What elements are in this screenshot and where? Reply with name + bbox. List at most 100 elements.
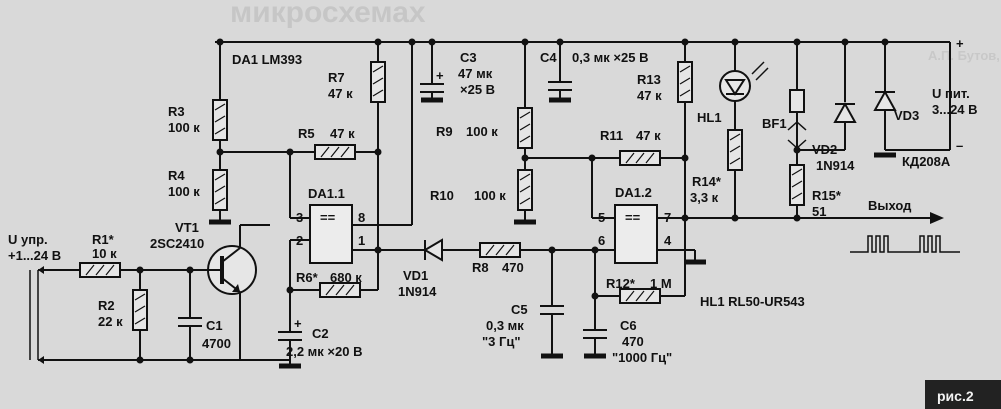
r10-value: 100 к — [474, 188, 506, 203]
resistor-r10: R10 100 к — [430, 169, 536, 225]
resistor-r4: R4 100 к — [168, 150, 231, 225]
chip-name: DA1 LM393 — [232, 52, 302, 67]
resistor-r11: R11 47 к — [600, 128, 685, 166]
c3-value-2: ×25 В — [460, 82, 495, 97]
hl1-name: HL1 — [697, 110, 722, 125]
input-label-1: U упр. — [8, 232, 48, 247]
output-waveform — [850, 235, 960, 253]
vd1-name: VD1 — [403, 268, 428, 283]
r12-value: 1 М — [650, 276, 672, 291]
output-label: Выход — [868, 198, 912, 213]
c6-value-2: "1000 Гц" — [612, 350, 672, 365]
r9-value: 100 к — [466, 124, 498, 139]
input-section: U упр. +1...24 В — [8, 232, 290, 364]
figure-badge: рис.2 — [925, 380, 1001, 409]
r7-name: R7 — [328, 70, 345, 85]
bf1-name: BF1 — [762, 116, 787, 131]
resistor-r6: R6* 680 к — [290, 250, 379, 298]
supply-minus: – — [956, 138, 963, 153]
c3-value-1: 47 мк — [458, 66, 493, 81]
da12-pin6: 6 — [598, 233, 605, 248]
r15-value: 51 — [812, 204, 826, 219]
r8-value: 470 — [502, 260, 524, 275]
r1-value: 10 к — [92, 246, 117, 261]
svg-text:+: + — [436, 68, 444, 83]
capacitor-c6: C6 470 "1000 Гц" — [583, 292, 672, 365]
c2-name: C2 — [312, 326, 329, 341]
resistor-r3: R3 100 к — [168, 42, 228, 165]
c4-name: C4 — [540, 50, 557, 65]
da12-pin5: 5 — [598, 210, 605, 225]
c5-value-2: "3 Гц" — [482, 334, 521, 349]
da11-pin8: 8 — [358, 210, 365, 225]
r14-name: R14* — [692, 174, 722, 189]
bleed-text-top: микросхемах — [230, 0, 426, 29]
supply-rails: + – U пит. 3...24 В — [215, 36, 978, 153]
r3-name: R3 — [168, 104, 185, 119]
vd2-name: VD2 — [812, 142, 837, 157]
r2-name: R2 — [98, 298, 115, 313]
r7-value: 47 к — [328, 86, 353, 101]
da11-pin3: 3 — [296, 210, 303, 225]
resistor-r7: R7 47 к — [328, 42, 386, 250]
r11-name: R11 — [600, 128, 623, 143]
da12-pin4: 4 — [664, 233, 672, 248]
vt1-value: 2SC2410 — [150, 236, 204, 251]
diode-vd2: VD2 1N914 — [793, 38, 857, 173]
r8-name: R8 — [472, 260, 489, 275]
r2-value: 22 к — [98, 314, 123, 329]
vd2-value: 1N914 — [816, 158, 855, 173]
da11-name: DA1.1 — [308, 186, 345, 201]
r12-name: R12* — [606, 276, 636, 291]
input-label-2: +1...24 В — [8, 248, 61, 263]
c6-value-1: 470 — [622, 334, 644, 349]
capacitor-c5: C5 0,3 мк "3 Гц" — [482, 246, 564, 359]
bleed-text-right: А.П. Бутов, с.Курба, Я... — [928, 48, 1001, 63]
resistor-r2: R2 22 к — [98, 266, 148, 364]
vd3-name: VD3 — [894, 108, 919, 123]
resistor-r15: R15* 51 — [789, 164, 842, 222]
r5-value: 47 к — [330, 126, 355, 141]
buzzer-bf1: BF1 — [762, 38, 807, 165]
r14-value: 3,3 к — [690, 190, 719, 205]
c1-name: C1 — [206, 318, 223, 333]
capacitor-c1: C1 4700 — [178, 266, 231, 364]
da11-pin1: 1 — [358, 233, 365, 248]
supply-label-2: 3...24 В — [932, 102, 978, 117]
capacitor-c4: C4 0,3 мк ×25 В — [540, 38, 648, 103]
capacitor-c2: + C2 2,2 мк ×20 В — [278, 290, 362, 369]
c2-value: 2,2 мк ×20 В — [286, 344, 362, 359]
resistor-r8: R8 470 — [472, 242, 612, 275]
c6-name: C6 — [620, 318, 637, 333]
r9-name: R9 — [436, 124, 453, 139]
c3-name: C3 — [460, 50, 477, 65]
svg-text:+: + — [294, 316, 302, 331]
supply-label-1: U пит. — [932, 86, 970, 101]
hl1-part-label: HL1 RL50-UR543 — [700, 294, 805, 309]
r3-value: 100 к — [168, 120, 200, 135]
r4-name: R4 — [168, 168, 185, 183]
supply-plus: + — [956, 36, 964, 51]
resistor-r9: R9 100 к — [436, 38, 533, 170]
capacitor-c3: + C3 47 мк ×25 В — [420, 38, 495, 103]
r13-name: R13 — [637, 72, 661, 87]
diode-vd3: VD3 КД208А — [873, 38, 951, 169]
comparator-da1-2: == DA1.2 5 6 7 4 — [598, 185, 672, 264]
r11-value: 47 к — [636, 128, 661, 143]
c4-value: 0,3 мк ×25 В — [572, 50, 648, 65]
da12-name: DA1.2 — [615, 185, 652, 200]
comparator-da1-1: == DA1.1 3 2 8 1 — [296, 186, 365, 264]
r15-name: R15* — [812, 188, 842, 203]
vt1-name: VT1 — [175, 220, 199, 235]
led-hl1: HL1 — [697, 38, 769, 130]
r4-value: 100 к — [168, 184, 200, 199]
diode-vd1: VD1 1N914 — [398, 238, 480, 299]
vd1-value: 1N914 — [398, 284, 437, 299]
c5-value-1: 0,3 мк — [486, 318, 524, 333]
resistor-r13: R13 47 к — [637, 38, 693, 218]
r5-name: R5 — [298, 126, 315, 141]
r13-value: 47 к — [637, 88, 662, 103]
da11-symbol: == — [320, 210, 336, 225]
